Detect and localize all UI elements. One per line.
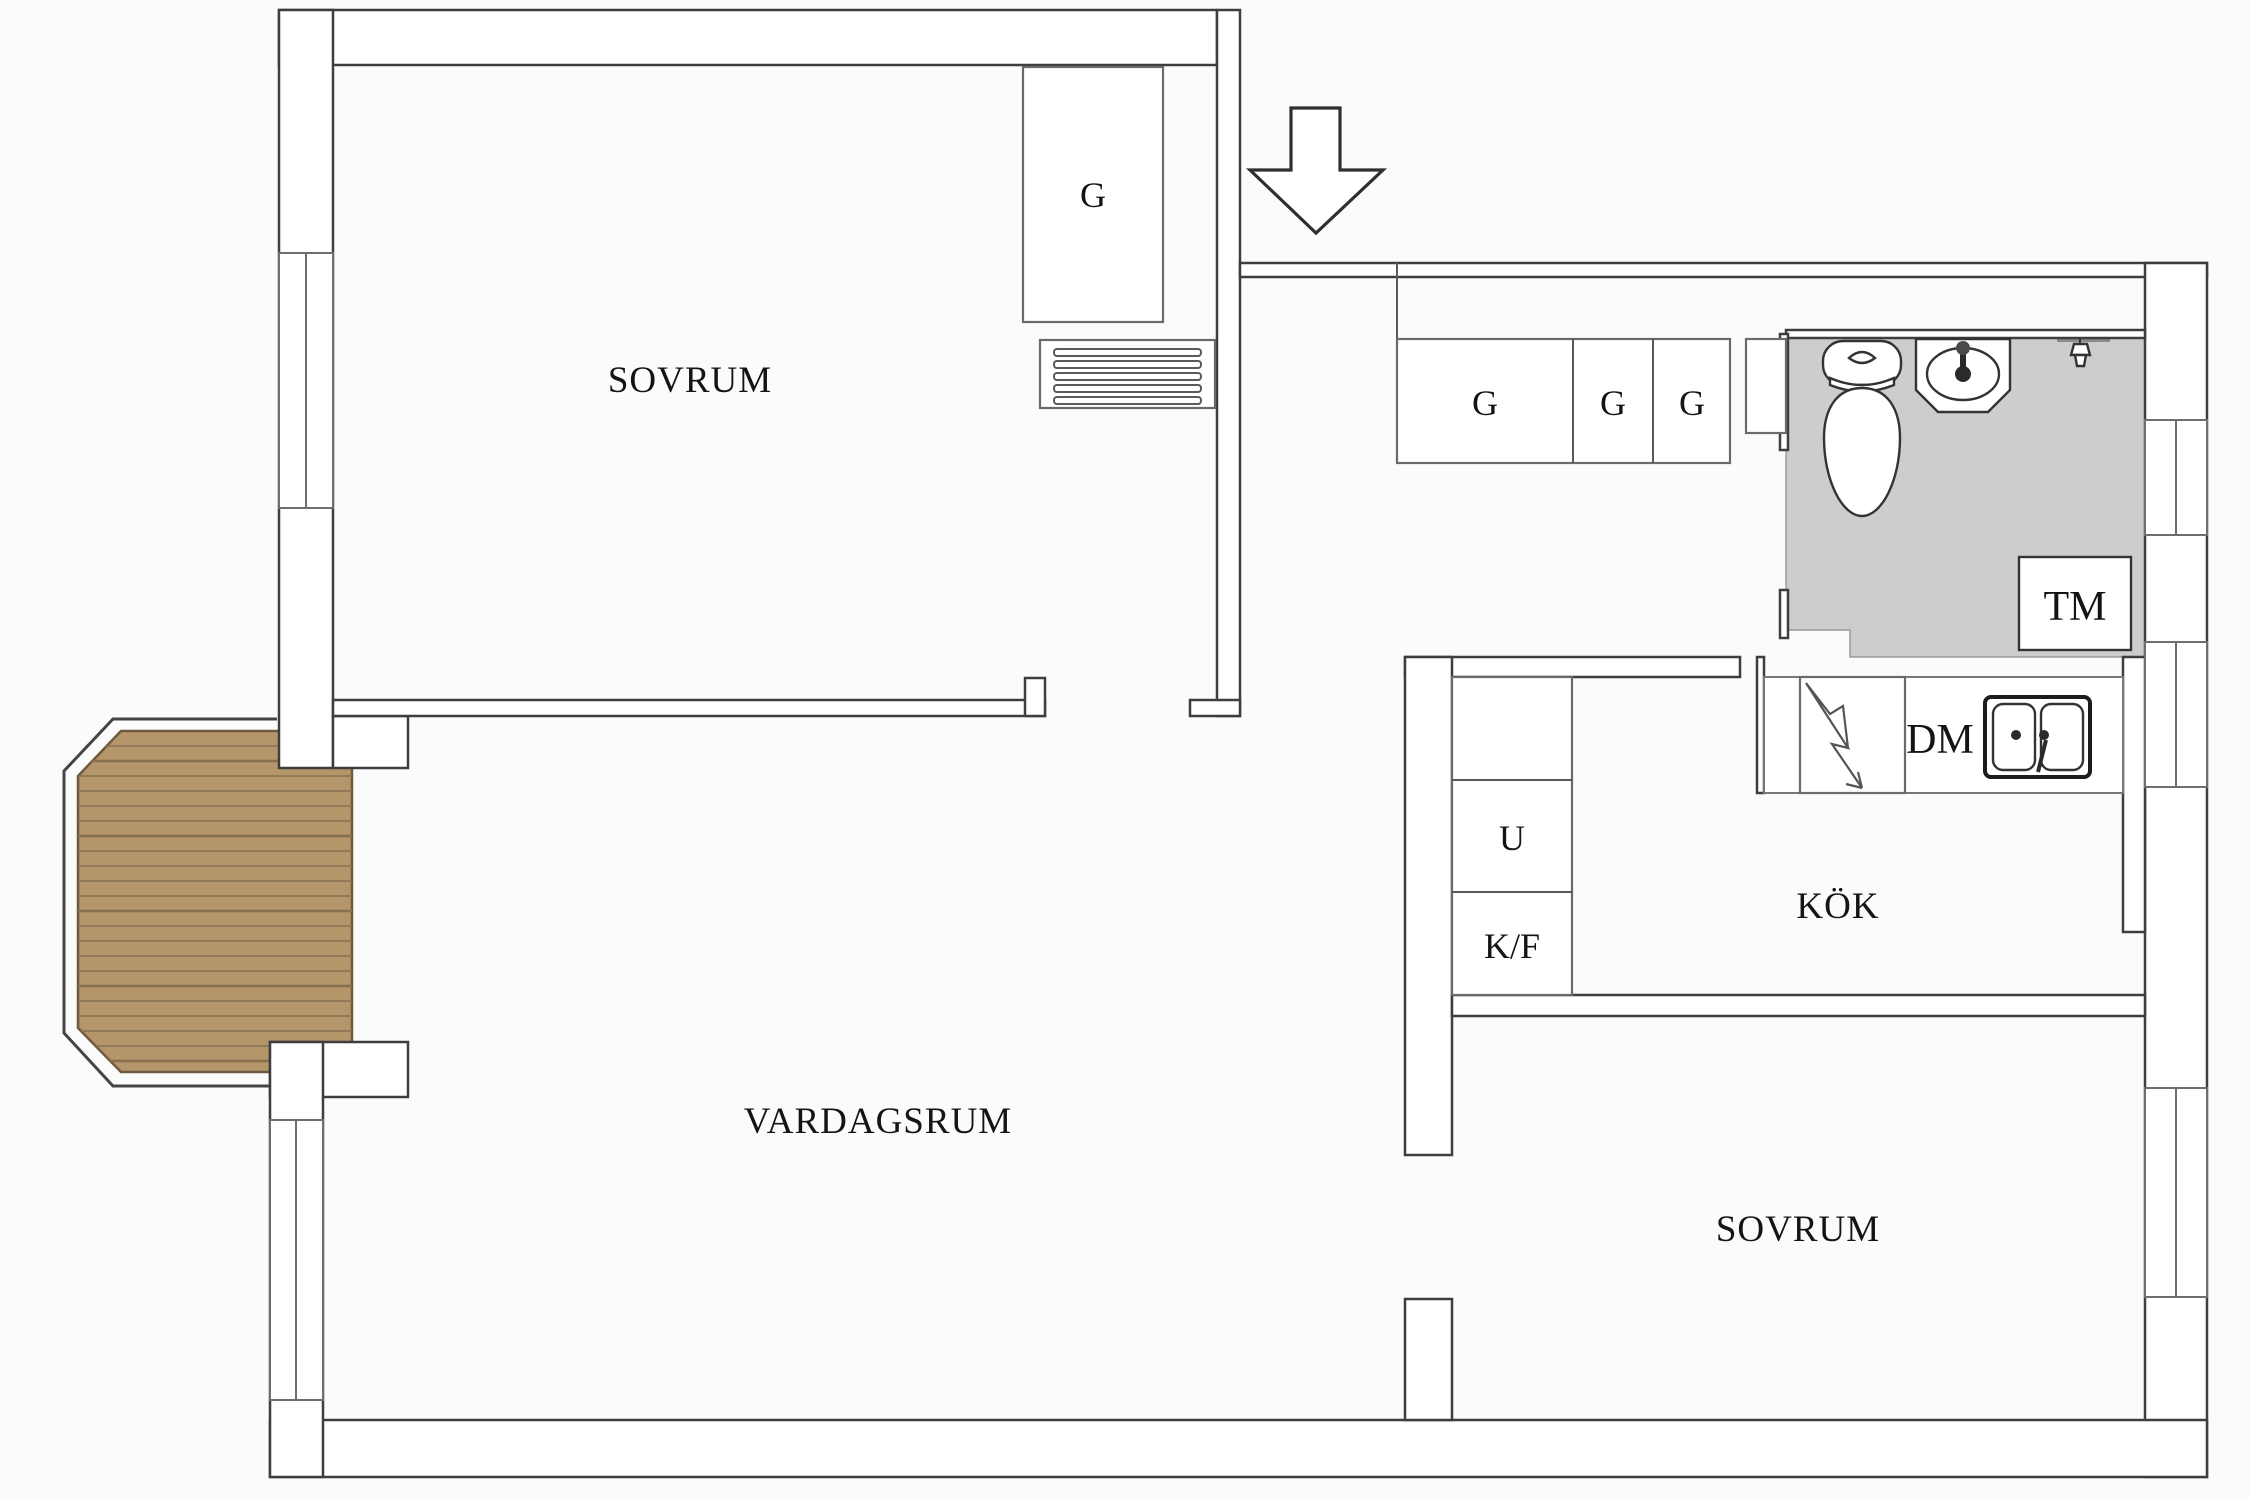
- wall-balcony-pier-top: [331, 714, 410, 770]
- kitchen-label: KÖK: [1796, 886, 1879, 927]
- oven-label: U: [1499, 818, 1525, 858]
- bedroom1-wardrobe-box: [1021, 65, 1165, 324]
- dishwasher-label: DM: [1906, 717, 1974, 763]
- wall-entry-top: [1238, 261, 2209, 279]
- washing-machine: TM: [2017, 555, 2133, 652]
- shower-head-icon: [2069, 338, 2092, 368]
- kitchen-sink: [1983, 695, 2092, 779]
- washbasin-icon: [1914, 337, 2012, 414]
- kitchen-cabinet-column: U K/F: [1450, 675, 1574, 997]
- hall-wardrobe-3-label: G: [1679, 383, 1705, 423]
- stove: [1798, 675, 1907, 795]
- fridge-freezer-label: K/F: [1484, 926, 1540, 966]
- bedroom-top-label: SOVRUM: [608, 360, 772, 401]
- window-bedroom2-east: [2144, 1087, 2208, 1298]
- bathroom-fixtures: TM: [1821, 337, 2133, 652]
- windows: [269, 252, 2208, 1401]
- balcony-deck: [76, 729, 354, 1074]
- toilet-icon: [1821, 339, 1903, 518]
- wall-kitchen-north: [1403, 655, 1742, 679]
- wall-bathroom-west-lower: [1778, 588, 1790, 640]
- balcony-railing-outline: [62, 717, 277, 1088]
- window-bedroom1-west: [278, 252, 334, 509]
- wall-kitchen-south: [1450, 993, 2147, 1018]
- kitchen-counter: DM: [1763, 675, 2124, 795]
- hall-wardrobe-2-label: G: [1600, 383, 1626, 423]
- hall-niche: [1744, 337, 1788, 435]
- room-labels: SOVRUM VARDAGSRUM KÖK SOVRUM: [608, 360, 1880, 1250]
- entrance-arrow-icon: [1246, 106, 1388, 236]
- exterior-walls: [268, 8, 2209, 1479]
- wall-bottom: [268, 1418, 2209, 1479]
- window-right-1: [2144, 419, 2208, 536]
- wall-kitchen-east-jog: [2121, 655, 2147, 934]
- hall-wardrobe-1-label: G: [1472, 383, 1498, 423]
- wall-living-bedroom2-stub: [1403, 1297, 1454, 1422]
- wall-living-kitchen: [1403, 655, 1454, 1157]
- wall-bathroom-north: [1784, 328, 2147, 340]
- radiator: [1038, 338, 1217, 410]
- wall-bedroom1-south: [331, 698, 1047, 718]
- stove-bolt-icon: [1805, 682, 1864, 790]
- wall-bedroom1-south-stub: [1188, 698, 1242, 718]
- wall-bedroom1-door-jamb: [1023, 676, 1047, 718]
- storage: G G G G U K/F: [1021, 65, 1788, 997]
- wall-top-step: [1215, 8, 1242, 718]
- window-living-west: [269, 1119, 324, 1401]
- bedroom1-wardrobe-label: G: [1080, 175, 1106, 215]
- wall-top: [277, 8, 1219, 67]
- hall-wardrobe-row: [1395, 337, 1732, 465]
- balcony: [62, 717, 354, 1088]
- hall-wardrobes: G G G: [1395, 337, 1788, 465]
- window-right-2: [2144, 641, 2208, 788]
- living-room-label: VARDAGSRUM: [744, 1101, 1012, 1142]
- washing-machine-label: TM: [2044, 584, 2107, 630]
- wall-kitchen-entry-pier: [1755, 655, 1766, 795]
- bedroom-bottom-label: SOVRUM: [1716, 1209, 1880, 1250]
